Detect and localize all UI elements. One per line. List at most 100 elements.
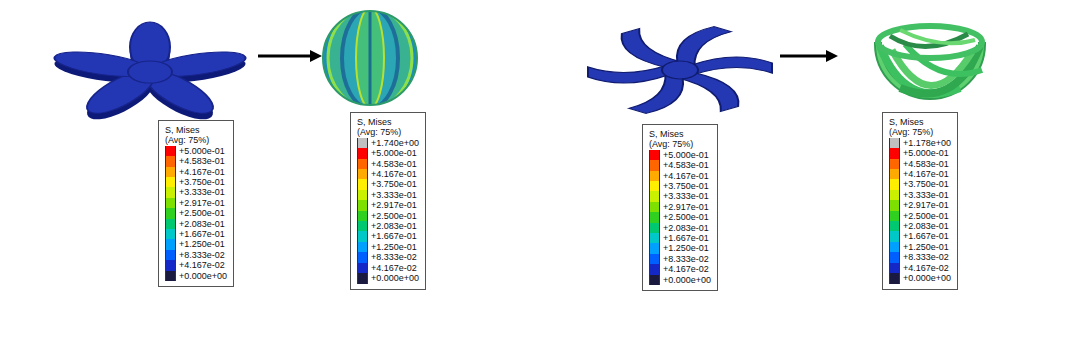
legend-value: +8.333e-02 bbox=[371, 252, 417, 262]
legend-value: +5.000e-01 bbox=[903, 148, 949, 158]
legend-row: +2.917e-01 bbox=[165, 198, 227, 208]
legend-value: +2.917e-01 bbox=[903, 200, 949, 210]
color-swatch bbox=[649, 171, 660, 181]
legend-title: (Avg: 75%) bbox=[649, 139, 711, 149]
legend-row: +2.917e-01 bbox=[357, 200, 419, 210]
color-swatch bbox=[165, 229, 176, 239]
legend-value: +2.083e-01 bbox=[179, 219, 225, 229]
legend-title: S, Mises bbox=[165, 125, 227, 135]
color-swatch bbox=[889, 242, 900, 252]
transform-arrow bbox=[258, 50, 322, 62]
color-swatch bbox=[889, 200, 900, 210]
legend-value: +3.333e-01 bbox=[179, 187, 225, 197]
color-swatch bbox=[649, 254, 660, 264]
legend-row: +4.167e-01 bbox=[165, 167, 227, 177]
legend-title: S, Mises bbox=[357, 117, 419, 127]
color-swatch bbox=[357, 242, 368, 252]
legend-value: +0.000e+00 bbox=[663, 275, 711, 285]
transform-arrow bbox=[780, 50, 838, 62]
color-swatch bbox=[165, 219, 176, 229]
legend-row: +4.583e-01 bbox=[165, 156, 227, 166]
color-swatch bbox=[357, 221, 368, 231]
legend-value: +3.750e-01 bbox=[663, 181, 709, 191]
flat-flower-shape bbox=[49, 22, 252, 124]
flat-pinwheel-shape bbox=[588, 24, 772, 117]
legend-value: +3.750e-01 bbox=[179, 177, 225, 187]
color-swatch bbox=[357, 159, 368, 169]
color-swatch bbox=[357, 190, 368, 200]
folded-basket-shape bbox=[878, 0, 982, 96]
legend-value: +2.083e-01 bbox=[663, 223, 709, 233]
legend-value: +4.167e-02 bbox=[663, 264, 709, 274]
legend-row: +8.333e-02 bbox=[889, 252, 951, 262]
color-swatch bbox=[357, 231, 368, 241]
color-swatch bbox=[165, 250, 176, 260]
color-swatch bbox=[165, 198, 176, 208]
legend-value: +0.000e+00 bbox=[179, 271, 227, 281]
stress-legend: S, Mises(Avg: 75%)+5.000e-01+4.583e-01+4… bbox=[158, 120, 234, 287]
legend-value: +2.917e-01 bbox=[371, 200, 417, 210]
legend-value: +4.167e-01 bbox=[179, 167, 225, 177]
legend-row: +4.167e-01 bbox=[649, 171, 711, 181]
legend-row: +5.000e-01 bbox=[649, 150, 711, 160]
legend-value: +8.333e-02 bbox=[903, 252, 949, 262]
color-swatch bbox=[165, 146, 176, 156]
legend-row: +2.917e-01 bbox=[649, 202, 711, 212]
color-swatch bbox=[165, 156, 176, 166]
legend-row: +2.500e-01 bbox=[165, 208, 227, 218]
legend-row: +1.250e-01 bbox=[649, 243, 711, 253]
legend-row: +0.000e+00 bbox=[649, 275, 711, 285]
color-swatch bbox=[649, 160, 660, 170]
legend-row: +4.583e-01 bbox=[357, 159, 419, 169]
legend-value: +4.167e-02 bbox=[903, 263, 949, 273]
color-swatch bbox=[357, 252, 368, 262]
legend-value: +1.667e-01 bbox=[371, 231, 417, 241]
legend-row: +4.583e-01 bbox=[649, 160, 711, 170]
color-swatch bbox=[889, 190, 900, 200]
legend-value: +3.333e-01 bbox=[903, 190, 949, 200]
color-swatch bbox=[649, 212, 660, 222]
color-swatch bbox=[165, 187, 176, 197]
legend-value: +2.500e-01 bbox=[903, 211, 949, 221]
legend-value: +2.083e-01 bbox=[903, 221, 949, 231]
color-swatch bbox=[357, 273, 368, 283]
legend-value: +3.750e-01 bbox=[903, 179, 949, 189]
legend-row: +2.083e-01 bbox=[649, 223, 711, 233]
legend-row: +2.083e-01 bbox=[889, 221, 951, 231]
legend-row: +1.740e+00 bbox=[357, 138, 419, 148]
legend-value: +2.083e-01 bbox=[371, 221, 417, 231]
legend-row: +1.667e-01 bbox=[165, 229, 227, 239]
color-swatch bbox=[357, 211, 368, 221]
color-swatch bbox=[165, 177, 176, 187]
legend-row: +5.000e-01 bbox=[357, 148, 419, 158]
legend-row: +2.083e-01 bbox=[165, 219, 227, 229]
legend-row: +4.167e-02 bbox=[889, 263, 951, 273]
legend-value: +4.167e-01 bbox=[903, 169, 949, 179]
folded-sphere-shape bbox=[323, 5, 417, 112]
legend-row: +4.583e-01 bbox=[889, 159, 951, 169]
legend-value: +2.917e-01 bbox=[179, 198, 225, 208]
legend-value: +2.500e-01 bbox=[371, 211, 417, 221]
legend-value: +1.250e-01 bbox=[663, 243, 709, 253]
legend-value: +2.500e-01 bbox=[179, 208, 225, 218]
color-swatch bbox=[889, 211, 900, 221]
legend-row: +3.333e-01 bbox=[889, 190, 951, 200]
legend-row: +5.000e-01 bbox=[165, 146, 227, 156]
legend-row: +2.500e-01 bbox=[357, 211, 419, 221]
legend-row: +1.178e+00 bbox=[889, 138, 951, 148]
legend-value: +1.250e-01 bbox=[903, 242, 949, 252]
legend-row: +8.333e-02 bbox=[649, 254, 711, 264]
legend-value: +4.583e-01 bbox=[903, 159, 949, 169]
legend-value: +8.333e-02 bbox=[663, 254, 709, 264]
legend-row: +0.000e+00 bbox=[165, 271, 227, 281]
legend-value: +1.178e+00 bbox=[903, 138, 951, 148]
color-swatch bbox=[649, 181, 660, 191]
color-swatch bbox=[357, 263, 368, 273]
color-swatch bbox=[649, 202, 660, 212]
legend-row: +1.667e-01 bbox=[889, 231, 951, 241]
legend-row: +1.250e-01 bbox=[165, 239, 227, 249]
color-swatch bbox=[649, 191, 660, 201]
legend-row: +2.500e-01 bbox=[649, 212, 711, 222]
color-swatch bbox=[165, 260, 176, 270]
color-swatch bbox=[889, 138, 900, 148]
